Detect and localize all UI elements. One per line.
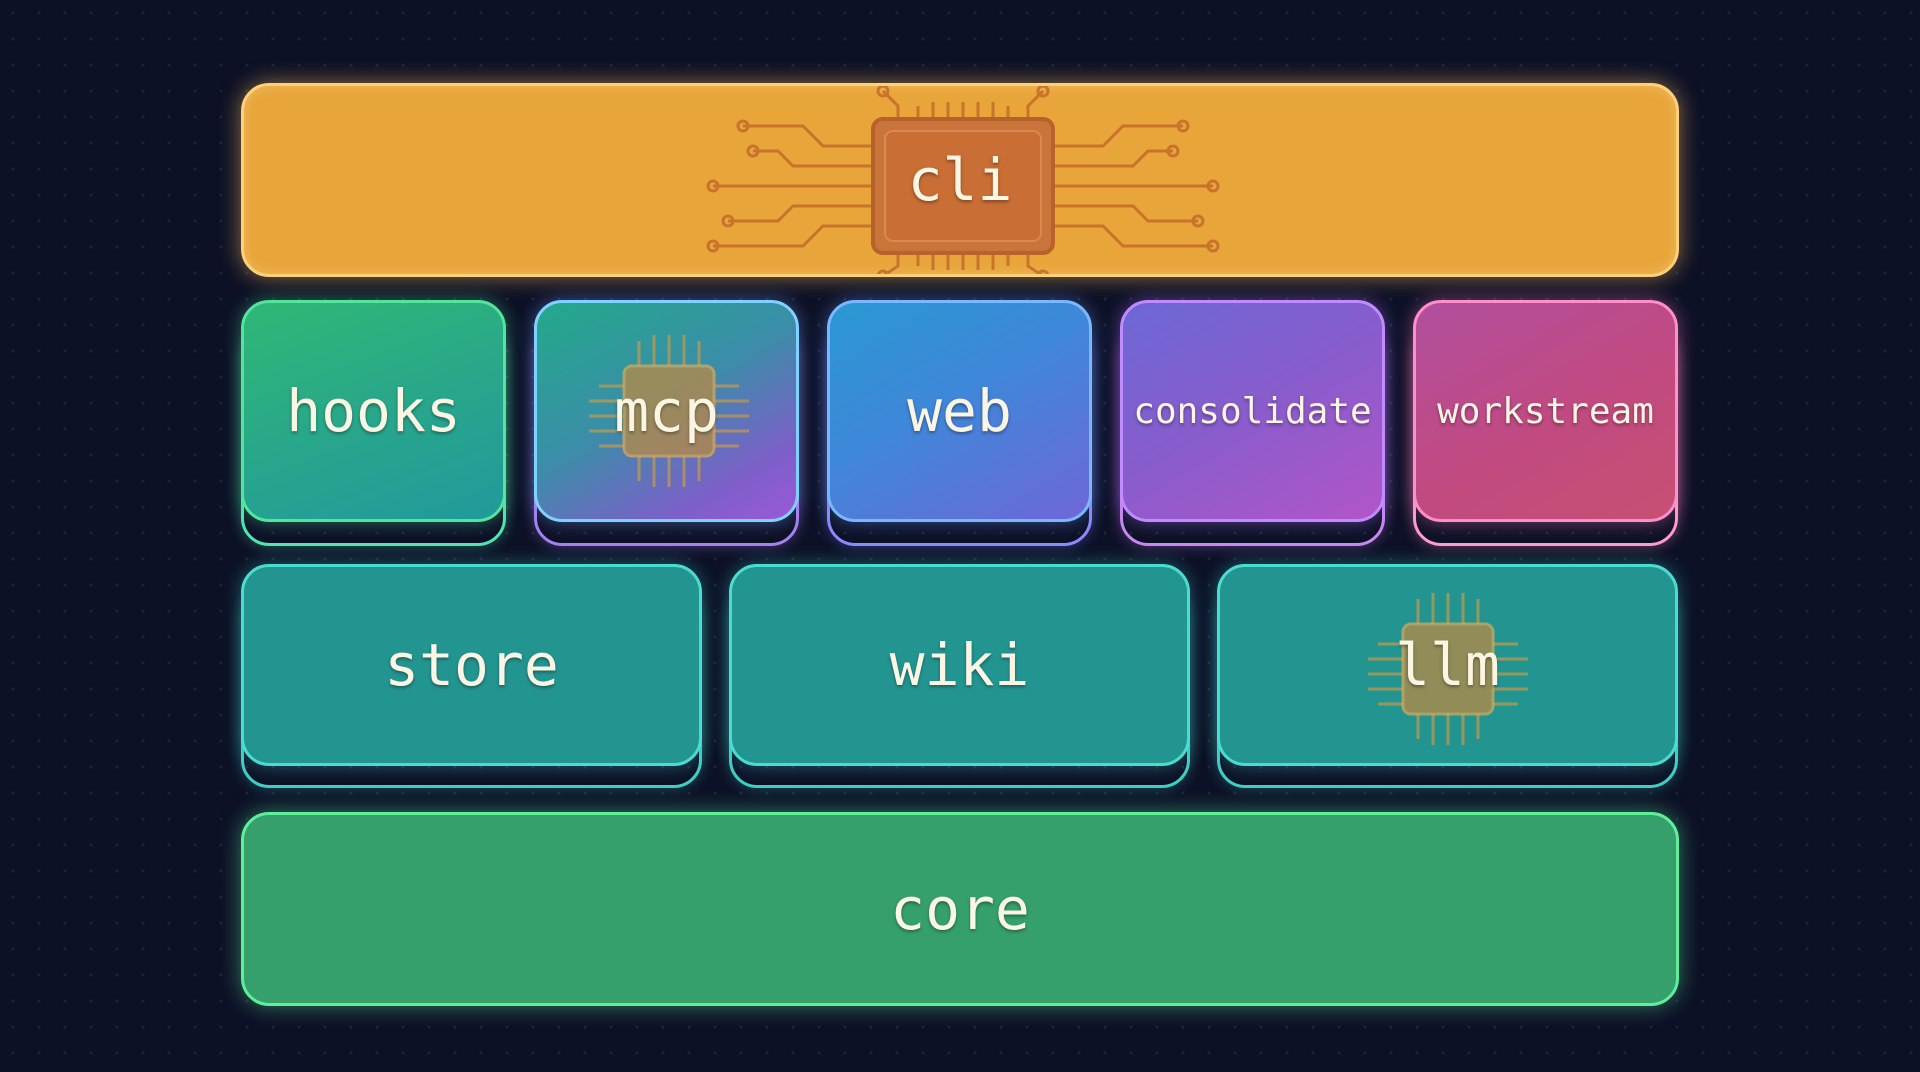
core-layer: core [241,812,1679,1006]
cli-label: cli [907,146,1013,214]
web-label: web [907,377,1012,445]
wiki-label: wiki [889,631,1030,699]
workstream-label: workstream [1437,390,1654,432]
llm-label: llm [1395,631,1500,699]
consolidate-module: consolidate [1120,300,1385,522]
store-label: store [384,631,559,699]
core-label: core [890,875,1030,943]
hooks-module: hooks [241,300,506,522]
wiki-module: wiki [729,564,1190,766]
mcp-module: mcp [534,300,799,522]
cli-layer: cli [241,83,1679,277]
mcp-label: mcp [614,377,719,445]
store-module: store [241,564,702,766]
consolidate-label: consolidate [1133,390,1372,432]
hooks-label: hooks [286,377,461,445]
workstream-module: workstream [1413,300,1678,522]
llm-module: llm [1217,564,1678,766]
web-module: web [827,300,1092,522]
